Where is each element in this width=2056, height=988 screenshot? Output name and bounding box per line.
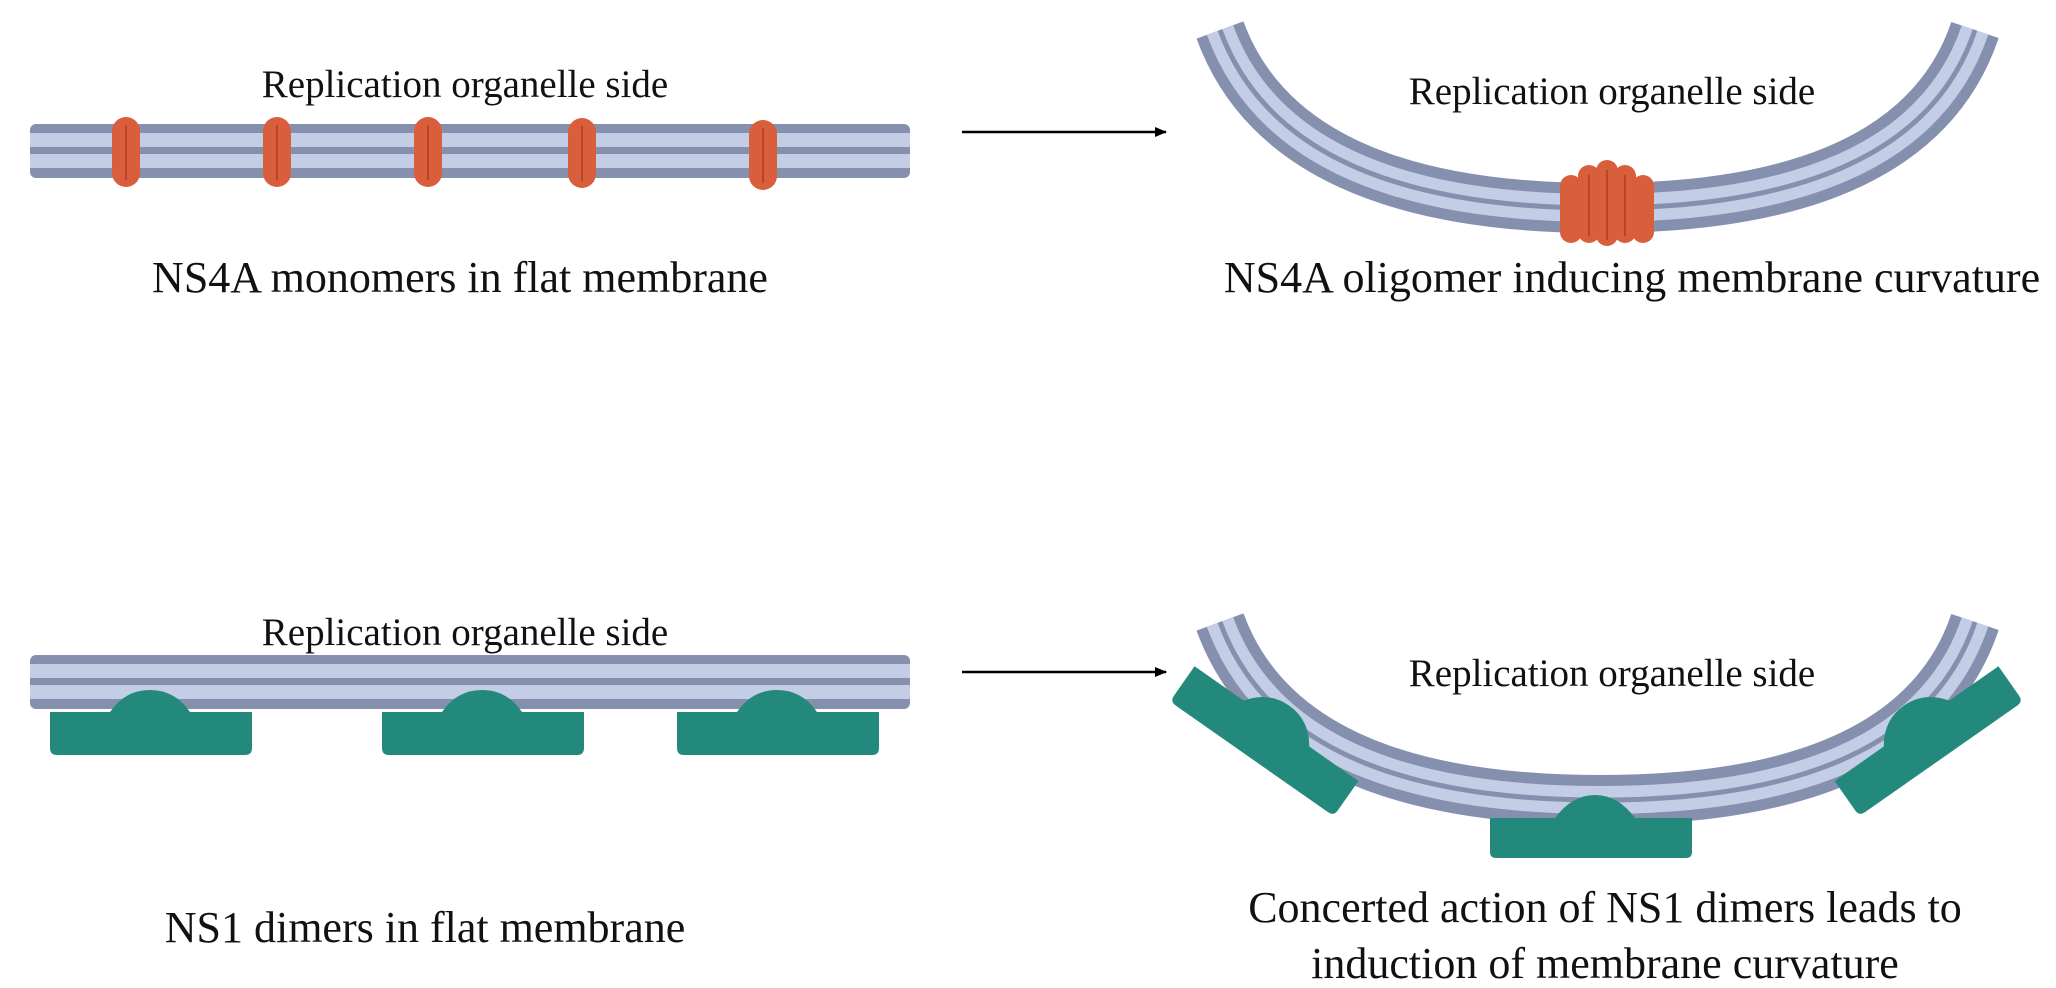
caption: NS4A monomers in flat membrane (152, 253, 768, 302)
ns4a-monomer (568, 118, 596, 188)
caption: NS4A oligomer inducing membrane curvatur… (1224, 253, 2040, 302)
side-label: Replication organelle side (262, 611, 669, 654)
side-label: Replication organelle side (1409, 70, 1816, 113)
ns4a-monomer (112, 117, 140, 187)
ns4a-monomer (749, 120, 777, 190)
flat-membrane (30, 124, 910, 178)
caption: NS1 dimers in flat membrane (165, 903, 686, 952)
caption-line-1: Concerted action of NS1 dimers leads to (1248, 883, 1962, 932)
ns1-dimer (382, 690, 584, 755)
ns1-dimer (677, 690, 879, 755)
panel-ns4a-curved: Replication organelle side NS4A oligomer… (1196, 20, 2040, 302)
ns4a-oligomer (1560, 160, 1654, 246)
caption-line-2: induction of membrane curvature (1311, 939, 1899, 988)
side-label: Replication organelle side (262, 63, 669, 106)
ns1-dimer-right (1834, 666, 2021, 814)
panel-ns4a-flat: Replication organelle side NS4A monomers… (30, 63, 910, 302)
ns4a-monomer (414, 117, 442, 187)
ns1-dimer (50, 690, 252, 755)
ns1-dimer-center (1490, 795, 1692, 858)
ns1-dimer-left (1172, 666, 1359, 814)
panel-ns1-flat: Replication organelle side NS1 dimers in… (30, 611, 910, 952)
panel-ns1-curved: Replication organelle side Concerted act… (1172, 612, 2021, 988)
side-label: Replication organelle side (1409, 652, 1816, 695)
ns4a-monomer (263, 117, 291, 187)
